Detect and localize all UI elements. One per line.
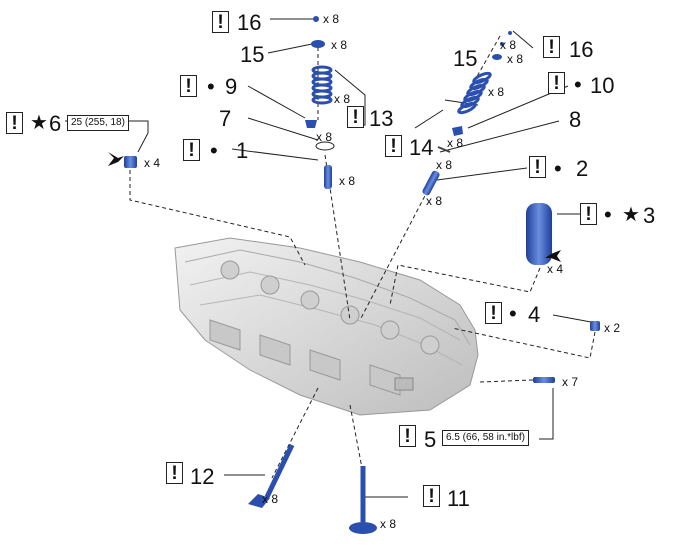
retainer-15 (311, 40, 325, 48)
qty-15: x 8 (331, 38, 348, 52)
callout-16: 16 (237, 10, 262, 35)
warning-icon: ! (183, 139, 200, 161)
star-icon: ★ (30, 112, 48, 134)
warning-icon: ! (180, 75, 197, 97)
callout-12: 12 (190, 464, 215, 489)
warning-icon: ! (543, 36, 560, 58)
qty-10: x 8 (447, 136, 464, 150)
qty-16b: x 8 (500, 38, 517, 52)
dot-icon: • (509, 301, 517, 326)
dashed-lines (129, 35, 596, 479)
qty-8: x 8 (436, 158, 453, 172)
dot-icon: • (554, 156, 562, 181)
bolt-6 (124, 156, 137, 168)
callout-11: 11 (447, 486, 470, 511)
torque-6: 25 (255, 18) (67, 115, 129, 131)
callout-9: 9 (225, 74, 238, 99)
warning-icon: ! (166, 462, 183, 484)
valve-guide-2 (422, 170, 440, 196)
keeper-16 (313, 16, 319, 22)
callout-3: 3 (643, 203, 656, 228)
qty-14: x 8 (488, 85, 505, 99)
spring-seat-7 (315, 141, 335, 151)
valve-11 (349, 466, 377, 534)
qty-2: x 8 (426, 194, 443, 208)
warning-icon: ! (485, 302, 502, 324)
arrow-6 (108, 152, 124, 166)
warning-icon: ! (529, 156, 546, 178)
callout-4: 4 (528, 302, 541, 327)
valve-12 (248, 443, 295, 508)
dot-icon: • (207, 74, 215, 99)
qty-9: x 8 (316, 130, 333, 144)
qty-15b: x 8 (507, 52, 524, 66)
qty-13: x 8 (334, 92, 351, 106)
callout-16b: 16 (569, 37, 594, 62)
valve-spring-14 (457, 71, 492, 115)
valve-spring-13 (311, 65, 333, 105)
warning-icon: ! (580, 203, 597, 225)
dot-icon: • (604, 202, 612, 227)
warning-icon: ! (399, 425, 416, 447)
callout-13: 13 (369, 106, 394, 131)
warning-icon: ! (423, 485, 440, 507)
dot-icon: • (210, 138, 218, 163)
bolt-5 (533, 377, 555, 383)
spring-seat-8 (437, 146, 451, 153)
callout-6: 6 (49, 111, 62, 136)
warning-icon: ! (347, 106, 364, 128)
arrow-3 (545, 250, 561, 262)
dot-icon: • (574, 72, 582, 97)
warning-icon: ! (548, 72, 565, 94)
parts (108, 16, 600, 534)
warning-icon: ! (6, 112, 23, 134)
qty-6: x 4 (144, 156, 161, 170)
qty-1: x 8 (339, 174, 356, 188)
valve-stem-seal-10 (452, 126, 463, 136)
callout-8: 8 (569, 107, 582, 132)
qty-16: x 8 (323, 12, 340, 26)
plug-3 (526, 203, 552, 265)
retainer-15b (492, 54, 502, 60)
callout-5: 5 (424, 427, 437, 452)
torque-5: 6.5 (66, 58 in.*lbf) (442, 430, 529, 446)
callout-7: 7 (219, 106, 232, 131)
callout-2: 2 (576, 156, 589, 181)
qty-3: x 4 (547, 262, 564, 276)
callout-15b: 15 (453, 46, 478, 71)
star-icon: ★ (622, 204, 640, 226)
valve-stem-seal-9 (305, 120, 317, 128)
warning-icon: ! (212, 11, 229, 33)
qty-12: x 8 (262, 492, 279, 506)
keeper-16b (500, 31, 512, 46)
cylinder-head (174, 237, 479, 416)
qty-5: x 7 (562, 375, 579, 389)
valve-guide-1 (324, 165, 332, 189)
plug-4 (590, 321, 600, 331)
warning-icon: ! (385, 135, 402, 157)
qty-11: x 8 (380, 517, 397, 531)
callout-15: 15 (240, 42, 265, 67)
qty-4: x 2 (604, 321, 621, 335)
callout-10: 10 (590, 73, 615, 98)
callout-1: 1 (236, 138, 249, 163)
callout-14: 14 (409, 135, 434, 160)
